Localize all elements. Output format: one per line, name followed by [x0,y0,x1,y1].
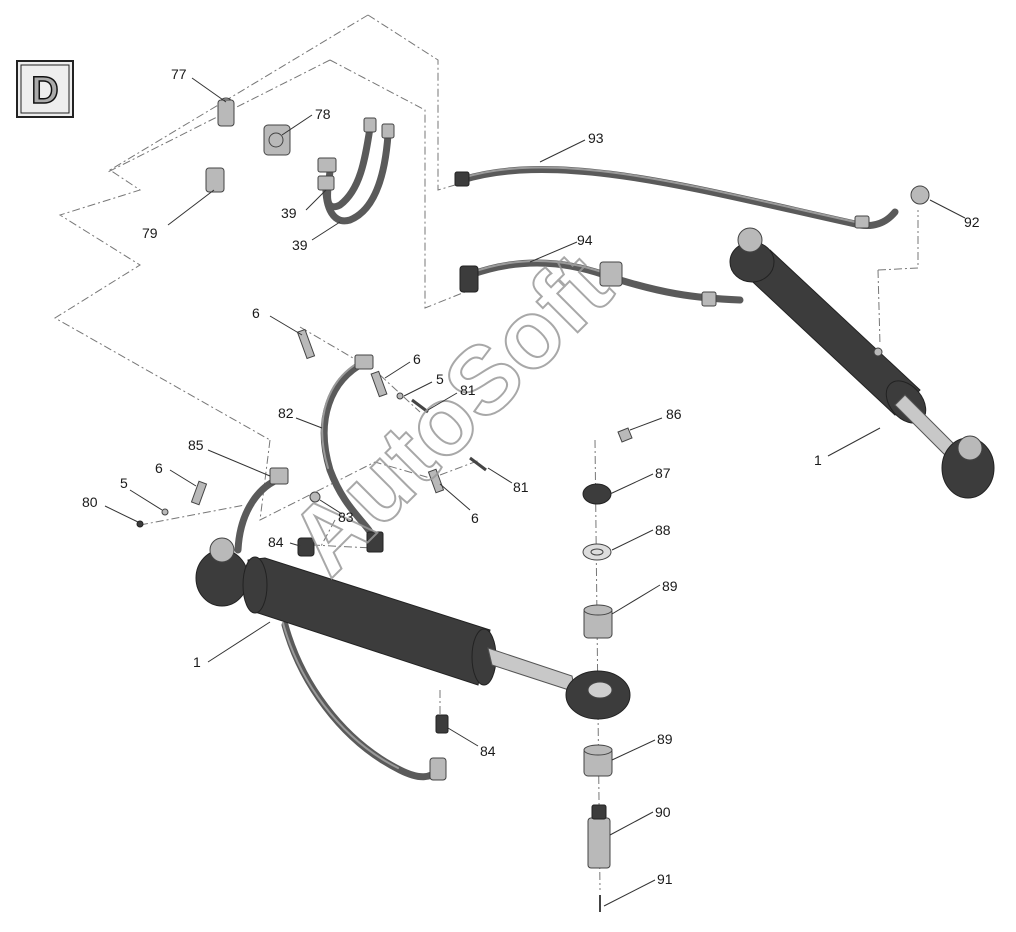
callout-1: 1 [814,452,822,468]
callout-84: 84 [480,743,496,759]
callout-39: 39 [281,205,297,221]
cylinder-right [729,227,995,499]
callout-87: 87 [655,465,671,481]
callout-88: 88 [655,522,671,538]
callout-83: 83 [338,509,354,525]
callout-89: 89 [662,578,678,594]
callout-6: 6 [471,510,479,526]
cylinder-left [195,537,631,720]
callout-79: 79 [142,225,158,241]
callout-92: 92 [964,214,980,230]
callout-81: 81 [513,479,529,495]
callout-77: 77 [171,66,187,82]
section-letter: D [31,70,58,112]
callout-78: 78 [315,106,331,122]
callout-84: 84 [268,534,284,550]
hose-lower [281,621,447,781]
callout-80: 80 [82,494,98,510]
callout-85: 85 [188,437,204,453]
callout-90: 90 [655,804,671,820]
assembly-outlines [54,14,919,891]
fitting-79 [205,167,225,193]
hose-94 [459,259,744,307]
hoses-39 [317,117,395,225]
callout-89: 89 [657,731,673,747]
fitting-77 [217,97,235,127]
section-badge: D [16,60,74,118]
small-hardware [136,328,633,912]
callout-1: 1 [193,654,201,670]
hose-82 [320,354,384,553]
callout-93: 93 [588,130,604,146]
leader-lines [104,77,966,907]
fitting-78 [263,124,291,156]
callout-39: 39 [292,237,308,253]
callout-5: 5 [436,371,444,387]
callout-81: 81 [460,382,476,398]
callout-6: 6 [413,351,421,367]
callout-86: 86 [666,406,682,422]
callout-94: 94 [577,232,593,248]
hose-85 [234,467,289,554]
callout-labels: 77 78 79 39 39 93 92 94 6 6 5 81 82 86 1… [82,66,980,887]
callout-91: 91 [657,871,673,887]
callout-82: 82 [278,405,294,421]
hose-93 [454,165,899,230]
callout-6: 6 [155,460,163,476]
callout-5: 5 [120,475,128,491]
callout-6: 6 [252,305,260,321]
fitting-92 [910,185,930,205]
